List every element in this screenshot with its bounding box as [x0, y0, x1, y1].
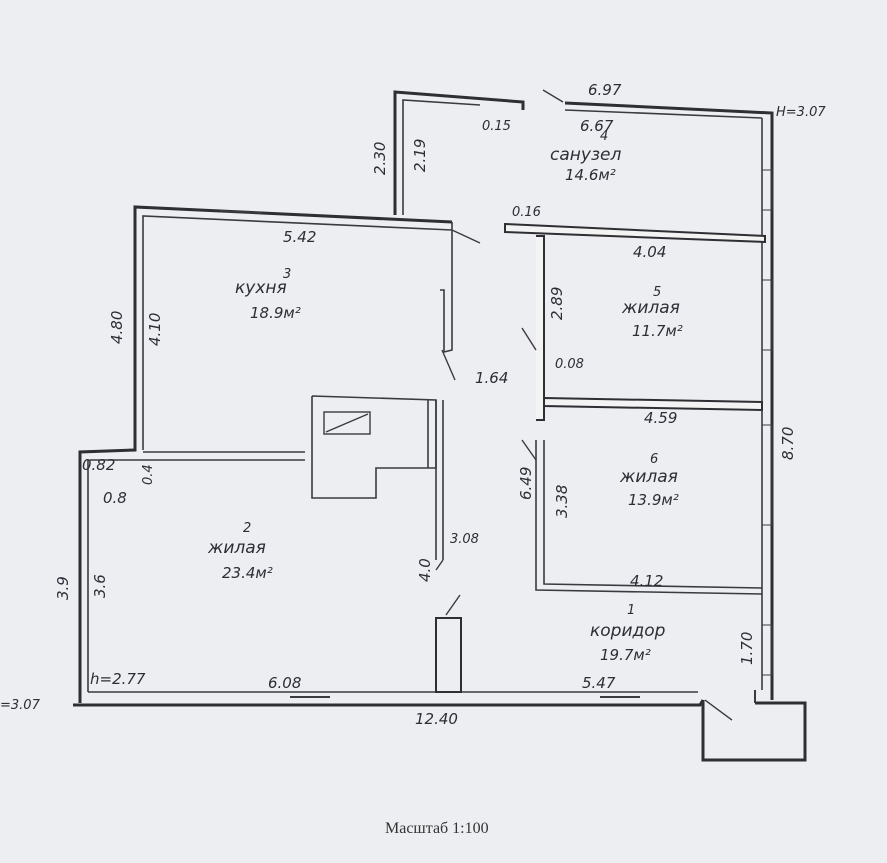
living2-area: 23.4м²: [222, 564, 273, 582]
height-2-77: h=2.77: [90, 670, 146, 688]
dim-4-59: 4.59: [644, 409, 677, 427]
door-swing-kitchen-b: [441, 349, 456, 381]
dim-4-10: 4.10: [146, 313, 164, 346]
dim-3-08: 3.08: [450, 532, 479, 547]
dim-1-64: 1.64: [475, 369, 508, 387]
dim-6-67: 6.67: [580, 117, 614, 135]
dim-0-82: 0.82: [82, 456, 115, 474]
dim-3-9: 3.9: [54, 576, 72, 600]
door-swing-entrance: [445, 594, 461, 616]
toilet-area: 14.6м²: [565, 166, 616, 184]
living2-name: жилая: [207, 538, 266, 558]
dim-0-16: 0.16: [512, 205, 541, 220]
kitchen-area: 18.9м²: [250, 304, 301, 322]
window-right-4: [761, 624, 773, 676]
dim-2-89: 2.89: [548, 287, 566, 320]
dim-3-38: 3.38: [553, 485, 571, 518]
dim-4-80: 4.80: [108, 311, 126, 344]
living6-name: жилая: [619, 467, 678, 487]
ventilation-shaft: [323, 411, 371, 435]
dim-12-40: 12.40: [415, 710, 458, 728]
wall-inner-kitchen: [142, 215, 453, 450]
door-swing-balcony: [704, 699, 733, 721]
leader-line-top: [542, 89, 564, 103]
wall-kitchen-right: [440, 222, 453, 354]
corridor-area: 19.7м²: [600, 646, 651, 664]
door-swing-kitchen: [451, 229, 481, 244]
dim-4-04: 4.04: [633, 243, 666, 261]
corridor-name: коридор: [590, 621, 666, 641]
door-swing-living2: [435, 559, 444, 571]
dim-1-70: 1.70: [738, 632, 756, 665]
living6-number: 6: [650, 452, 658, 467]
wall-toilet-inner-top: [564, 109, 763, 119]
door-swing-living5: [521, 327, 537, 351]
balcony: [701, 700, 807, 762]
dim-3-6: 3.6: [91, 574, 109, 598]
living5-number: 5: [653, 285, 661, 300]
living2-number: 2: [243, 521, 251, 536]
scale-label: Масштаб 1:100: [385, 820, 489, 837]
height-3-07-left: =3.07: [0, 698, 41, 713]
kitchen-name: кухня: [235, 278, 287, 298]
wall-toilet-living5: [504, 222, 766, 244]
dim-8-70: 8.70: [779, 427, 797, 460]
living6-area: 13.9м²: [628, 491, 679, 509]
toilet-number: 4: [600, 129, 608, 144]
window-top-kitchen: [219, 210, 263, 214]
corridor-number: 1: [627, 603, 635, 618]
window-right-3: [761, 424, 773, 526]
dim-4-12: 4.12: [630, 572, 663, 590]
dim-2-30: 2.30: [371, 142, 389, 175]
entrance-column: [435, 617, 462, 693]
window-right-1: [761, 169, 773, 211]
window-right-2: [761, 279, 773, 351]
dim-6-49: 6.49: [517, 467, 535, 500]
dim-4-0: 4.0: [416, 558, 434, 582]
living5-area: 11.7м²: [632, 322, 683, 340]
dim-2-19: 2.19: [411, 139, 429, 172]
dim-5-42: 5.42: [283, 228, 316, 246]
dim-6-97: 6.97: [588, 81, 622, 99]
door-swing-living6: [521, 439, 537, 461]
wall-living5-living6: [543, 396, 763, 412]
dim-5-47: 5.47: [582, 674, 616, 692]
dim-6-08: 6.08: [268, 674, 301, 692]
wall-living5-left: [536, 235, 545, 421]
kitchen-number: 3: [283, 267, 291, 282]
height-3-07-top: Н=3.07: [776, 105, 826, 120]
wall-living6-left-inner: [543, 440, 763, 589]
dim-0-4: 0.4: [141, 464, 156, 485]
dim-0-08: 0.08: [555, 357, 584, 372]
dim-0-15: 0.15: [482, 119, 511, 134]
wall-living6-left: [535, 440, 763, 595]
ventilation-shaft-diagonal: [325, 413, 369, 433]
living5-name: жилая: [621, 298, 680, 318]
wall-vestibule-outer: [393, 90, 525, 215]
toilet-name: санузел: [550, 145, 621, 165]
wall-vestibule-inner: [402, 99, 481, 215]
dim-0-8: 0.8: [103, 489, 127, 507]
